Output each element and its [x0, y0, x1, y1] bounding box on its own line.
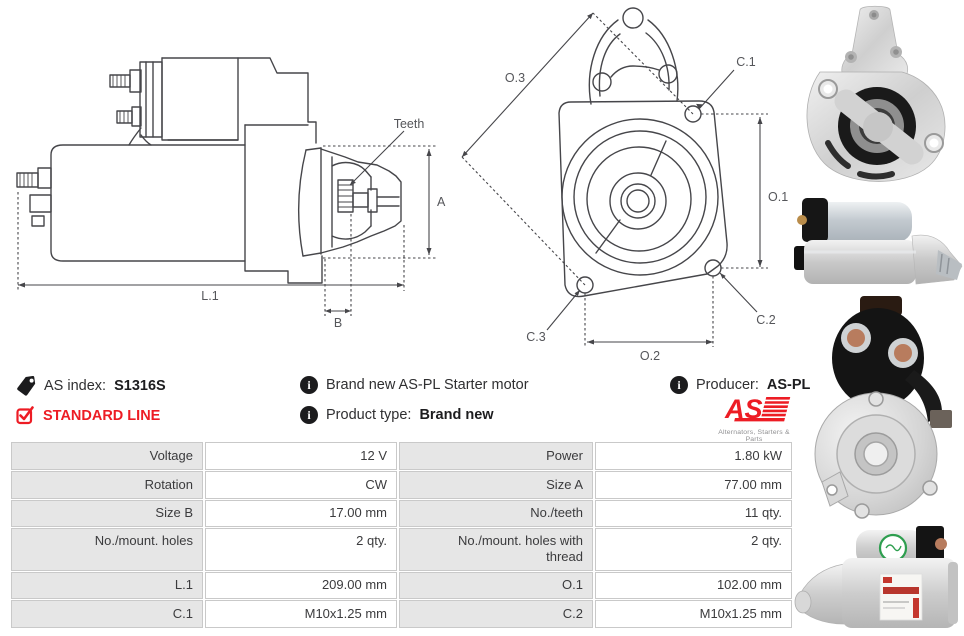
- as-index-row: AS index: S1316S: [16, 376, 166, 396]
- dim-label-l1: L.1: [201, 289, 218, 303]
- spec-label: Size A: [399, 471, 593, 499]
- spec-label: Size B: [11, 500, 203, 527]
- spec-label: Power: [399, 442, 593, 470]
- product-photo-front-flange[interactable]: [798, 2, 948, 188]
- spec-value: M10x1.25 mm: [595, 600, 792, 628]
- spec-label: No./mount. holes with thread: [399, 528, 593, 571]
- brand-new-row: i Brand new AS-PL Starter motor: [300, 376, 529, 394]
- standard-line-label: STANDARD LINE: [43, 407, 161, 424]
- dim-label-o2: O.2: [640, 349, 660, 363]
- spec-label: No./mount. holes: [11, 528, 203, 571]
- product-type-value: Brand new: [419, 407, 494, 423]
- producer-label: Producer:: [696, 377, 759, 393]
- as-pl-logo-tagline: Alternators, Starters & Parts: [718, 429, 790, 443]
- spec-table: Voltage 12 V Power 1.80 kW Rotation CW S…: [11, 442, 792, 628]
- dim-label-o1: O.1: [768, 190, 788, 204]
- spec-value: CW: [205, 471, 397, 499]
- spec-value: 102.00 mm: [595, 572, 792, 599]
- product-photo-side-view[interactable]: [792, 190, 964, 286]
- info-icon: i: [670, 376, 688, 394]
- dim-label-b: B: [334, 316, 342, 330]
- side-view-drawing: Teeth A L.1 B: [16, 57, 446, 330]
- spec-label: C.1: [11, 600, 203, 628]
- spec-label: O.1: [399, 572, 593, 599]
- dim-label-a: A: [437, 195, 446, 209]
- product-type-row: i Product type: Brand new: [300, 406, 494, 424]
- spec-value: 11 qty.: [595, 500, 792, 527]
- spec-label: No./teeth: [399, 500, 593, 527]
- brand-new-text: Brand new AS-PL Starter motor: [326, 377, 529, 393]
- dim-label-teeth: Teeth: [394, 117, 425, 131]
- spec-label: C.2: [399, 600, 593, 628]
- producer-value: AS-PL: [766, 377, 811, 393]
- checkbox-checked-icon: [16, 406, 34, 425]
- product-type-label: Product type:: [326, 407, 412, 423]
- as-index-value: S1316S: [114, 378, 166, 394]
- spec-label: Voltage: [11, 442, 203, 470]
- spec-value: 209.00 mm: [205, 572, 397, 599]
- spec-value: 77.00 mm: [595, 471, 792, 499]
- as-pl-logo: AS Alternators, Starters & Parts: [711, 394, 797, 443]
- tag-icon: [17, 376, 36, 396]
- spec-label: L.1: [11, 572, 203, 599]
- spec-value: 1.80 kW: [595, 442, 792, 470]
- spec-value: M10x1.25 mm: [205, 600, 397, 628]
- spec-value: 2 qty.: [595, 528, 792, 571]
- spec-value: 12 V: [205, 442, 397, 470]
- dim-label-c3: C.3: [526, 330, 546, 344]
- info-icon: i: [300, 406, 318, 424]
- dim-label-o3: O.3: [505, 71, 525, 85]
- spec-value: 2 qty.: [205, 528, 397, 571]
- front-view-drawing: O.3 C.1 O.1 C.2 C.3 O.2: [461, 7, 788, 363]
- spec-value: 17.00 mm: [205, 500, 397, 527]
- as-pl-logo-mark: AS: [724, 394, 791, 424]
- as-index-label: AS index:: [44, 378, 107, 394]
- standard-line-row: STANDARD LINE: [16, 406, 160, 425]
- info-icon: i: [300, 376, 318, 394]
- dim-label-c2: C.2: [756, 313, 776, 327]
- dim-label-c1: C.1: [736, 55, 756, 69]
- product-photo-side-label[interactable]: [792, 524, 964, 634]
- producer-row: i Producer: AS-PL: [670, 376, 810, 394]
- product-photo-solenoid-rear[interactable]: [806, 296, 956, 524]
- spec-label: Rotation: [11, 471, 203, 499]
